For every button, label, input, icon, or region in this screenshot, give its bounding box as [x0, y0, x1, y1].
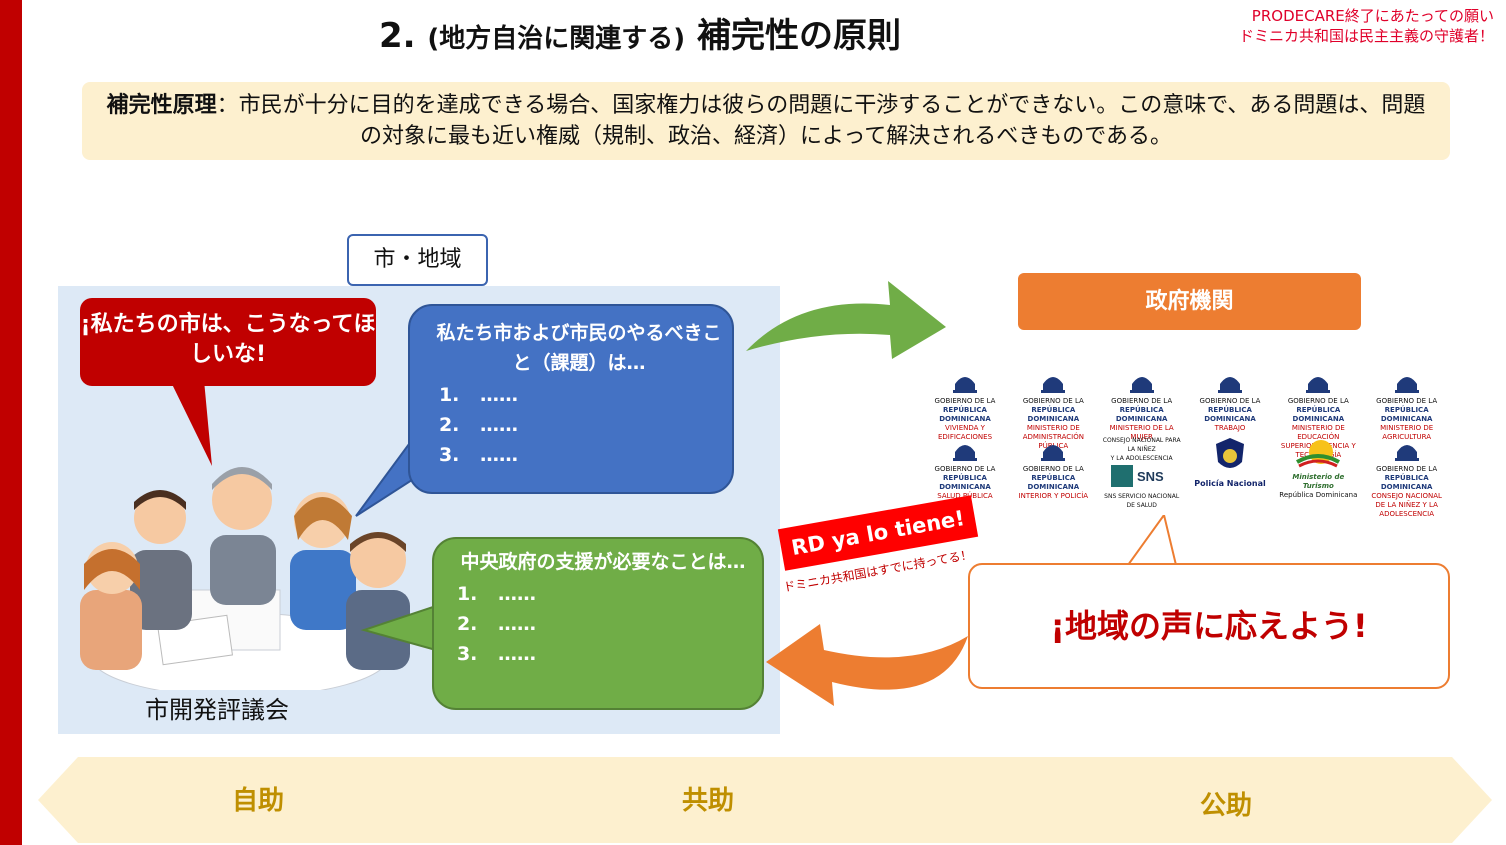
red-bubble-tail: [170, 380, 212, 466]
dome-icon: [953, 377, 977, 393]
dome-icon: [1394, 445, 1419, 461]
dome-icon: [953, 445, 977, 461]
band-label-self: 自助: [232, 786, 285, 816]
police-badge-icon: [1216, 438, 1244, 468]
band-label-mutual: 共助: [682, 786, 735, 816]
page-title: 2. (地方自治に関連する) 補完性の原則: [200, 8, 1080, 57]
support-item: ……: [484, 639, 752, 669]
corner-note: PRODECARE終了にあたっての願い ドミニカ共和国は民主主義の守護者！: [1239, 6, 1494, 46]
task-item: ……: [466, 380, 722, 410]
voice-box-tail: [1126, 515, 1178, 567]
person-man-left: [130, 490, 192, 630]
band-label-public: 公助: [1200, 791, 1253, 821]
tourism-sun-icon: [1296, 440, 1341, 468]
tasks-title: 私たち市および市民のやるべきこと（課題）は…: [436, 322, 722, 374]
task-item: ……: [466, 410, 722, 440]
principle-label: 補完性原理: [106, 93, 217, 118]
council-label: 市開発評議会: [145, 696, 289, 724]
support-title: 中央政府の支援が必要なことは…: [460, 551, 746, 573]
dome-icon: [1394, 377, 1419, 393]
left-accent-bar: [0, 0, 22, 845]
task-item: ……: [466, 440, 722, 470]
wish-bubble: ¡私たちの市は、こうなってほしいな!: [80, 298, 376, 386]
person-woman-left: [80, 542, 142, 670]
dome-icon: [1306, 377, 1331, 393]
title-main: 補完性の原則: [697, 16, 902, 56]
voice-box: ¡地域の声に応えよう!: [968, 563, 1450, 689]
corner-line-2: ドミニカ共和国は民主主義の守護者！: [1238, 27, 1494, 45]
dome-icon: [1218, 377, 1242, 393]
green-arrow-icon: [746, 281, 946, 359]
person-center-man: [210, 467, 276, 605]
corner-line-1: PRODECARE終了にあたっての願い: [1251, 7, 1494, 25]
city-label: 市・地域: [347, 234, 488, 286]
dome-icon: [1129, 377, 1154, 393]
title-paren: (地方自治に関連する): [427, 24, 686, 54]
orange-arrow-icon: [766, 624, 968, 706]
meeting-illustration: [80, 467, 410, 690]
title-number: 2.: [378, 16, 416, 56]
help-band: [38, 757, 1492, 843]
support-item: ……: [484, 609, 752, 639]
dome-icon: [1041, 377, 1066, 393]
sns-icon: SNS: [1110, 465, 1164, 487]
principle-box: 補完性原理：市民が十分に目的を達成できる場合、国家権力は彼らの問題に干渉すること…: [82, 82, 1450, 160]
support-bubble: 中央政府の支援が必要なことは… …… …… ……: [432, 537, 764, 710]
tasks-list: …… …… ……: [436, 380, 722, 470]
government-label: 政府機関: [1018, 273, 1361, 330]
ministry-logo: Policía Nacional: [1190, 436, 1270, 498]
support-list: …… …… ……: [454, 579, 752, 669]
green-bubble-tail: [360, 604, 437, 652]
support-item: ……: [484, 579, 752, 609]
dome-icon: [1041, 445, 1066, 461]
principle-text: ：市民が十分に目的を達成できる場合、国家権力は彼らの問題に干渉することができない…: [216, 93, 1426, 149]
person-woman-blue: [290, 492, 356, 630]
svg-text:SNS: SNS: [1137, 469, 1164, 484]
tasks-bubble: 私たち市および市民のやるべきこと（課題）は… …… …… ……: [408, 304, 734, 494]
